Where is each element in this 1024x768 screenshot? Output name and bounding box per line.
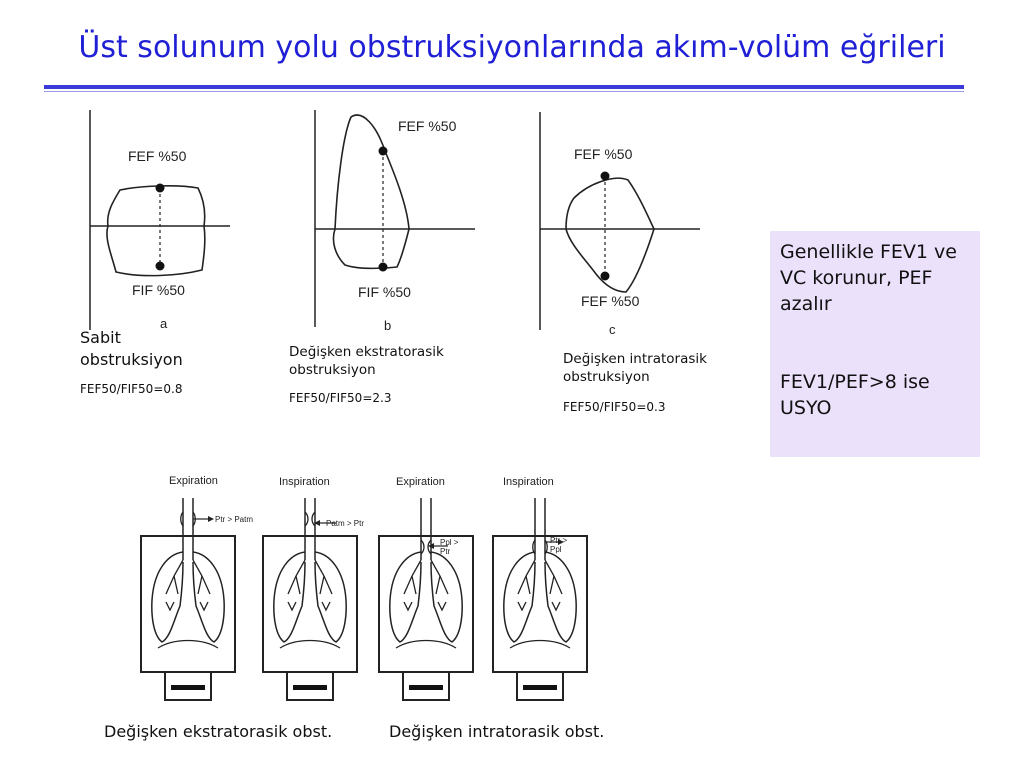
info-line-1: Genellikle FEV1 ve VC korunur, PEF azalı… bbox=[780, 241, 957, 315]
flow-volume-loop-b bbox=[305, 105, 485, 335]
ratio-b: FEF50/FIF50=2.3 bbox=[289, 391, 392, 405]
fif50-marker bbox=[155, 261, 165, 271]
caption-b: Değişken ekstratorasik obstruksiyon bbox=[289, 344, 444, 378]
lung-diagram-4 bbox=[492, 497, 588, 701]
fif50-label-a: FIF %50 bbox=[132, 282, 185, 298]
caption-c: Değişken intratorasik obstruksiyon bbox=[563, 351, 707, 385]
fif50-marker bbox=[600, 271, 610, 281]
flow-volume-loop-c bbox=[530, 108, 710, 338]
pressure-note-3a: Ppl > bbox=[440, 538, 459, 547]
title-underline-thin bbox=[44, 91, 964, 92]
pressure-note-2: Patm > Ptr bbox=[326, 519, 365, 528]
fef50-label-a: FEF %50 bbox=[128, 148, 187, 164]
pressure-note-4b: Ppl bbox=[550, 545, 562, 554]
fef50-marker bbox=[155, 183, 165, 193]
lung-diagram-1 bbox=[140, 497, 236, 701]
fif50-marker bbox=[378, 262, 388, 272]
lung-4-label: Inspiration bbox=[503, 476, 554, 488]
fef50-marker bbox=[600, 171, 610, 181]
lung-diagram-2 bbox=[262, 497, 358, 701]
flow-volume-loop-a bbox=[80, 108, 240, 338]
panel-letter-c: c bbox=[609, 322, 616, 337]
fef50-label-c-bottom: FEF %50 bbox=[581, 293, 640, 309]
pressure-note-4a: Ptr > bbox=[550, 536, 568, 545]
bottom-caption-extrathoracic: Değişken ekstratorasik obst. bbox=[104, 722, 333, 741]
fef50-label-c-top: FEF %50 bbox=[574, 146, 633, 162]
info-box: Genellikle FEV1 ve VC korunur, PEF azalı… bbox=[770, 231, 980, 457]
loop-b-plot bbox=[314, 110, 475, 327]
loop-c-plot bbox=[539, 112, 700, 330]
loop-a-plot bbox=[89, 110, 230, 330]
lung-diagram-3 bbox=[378, 497, 474, 701]
pressure-note-3b: Ptr bbox=[440, 547, 451, 556]
lung-2-label: Inspiration bbox=[279, 476, 330, 488]
ratio-c: FEF50/FIF50=0.3 bbox=[563, 400, 666, 414]
page-title: Üst solunum yolu obstruksiyonlarında akı… bbox=[78, 30, 946, 65]
info-line-2: FEV1/PEF>8 ise USYO bbox=[780, 371, 930, 419]
panel-letter-b: b bbox=[384, 318, 392, 333]
bottom-caption-intrathoracic: Değişken intratorasik obst. bbox=[389, 722, 605, 741]
lung-3-label: Expiration bbox=[396, 476, 445, 488]
fef50-label-b: FEF %50 bbox=[398, 118, 457, 134]
lung-diagrams bbox=[140, 497, 588, 701]
fef50-marker bbox=[378, 146, 388, 156]
panel-letter-a: a bbox=[160, 316, 168, 331]
ratio-a: FEF50/FIF50=0.8 bbox=[80, 382, 183, 396]
pressure-note-1: Ptr > Patm bbox=[215, 515, 254, 524]
fif50-label-b: FIF %50 bbox=[358, 284, 411, 300]
lung-1-label: Expiration bbox=[169, 475, 218, 487]
title-underline bbox=[44, 85, 964, 89]
caption-a: Sabit obstruksiyon bbox=[80, 328, 183, 369]
